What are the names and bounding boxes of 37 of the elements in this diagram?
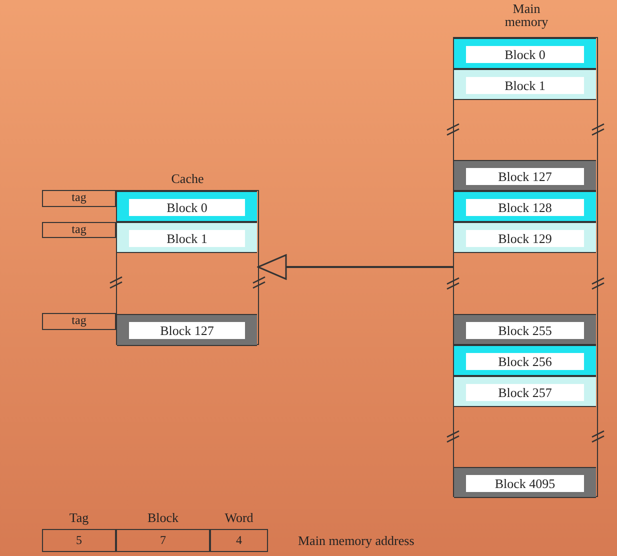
memory-block: [454, 345, 596, 376]
column-heading: Main memory: [504, 2, 550, 28]
memory-block: [454, 38, 596, 69]
block-label: Block 0: [466, 46, 584, 63]
hollow-arrow: [257, 254, 454, 280]
column-heading: Cache: [170, 172, 205, 185]
field-heading: Block: [146, 511, 180, 524]
block-label: Block 129: [466, 230, 584, 247]
field-value: 7: [160, 533, 166, 547]
memory-block: [454, 69, 596, 100]
block-label: Block 1: [466, 77, 584, 94]
field-value: 4: [236, 533, 242, 547]
memory-block: [454, 314, 596, 345]
block-label: Block 0: [129, 199, 245, 216]
memory-block: [454, 376, 596, 407]
block-label: Block 127: [466, 168, 584, 185]
field-heading: Word: [224, 511, 254, 524]
block-label: Block 4095: [466, 475, 584, 492]
field-heading: Tag: [68, 511, 90, 524]
memory-block: [454, 222, 596, 253]
tag-field: tag: [42, 190, 116, 207]
block-label: Block 255: [466, 322, 584, 339]
memory-block: [117, 314, 257, 346]
block-label: Block 1: [129, 230, 245, 247]
memory-block: [454, 191, 596, 222]
tag-field: tag: [42, 222, 116, 238]
memory-block: [454, 160, 596, 191]
block-label: Block 257: [466, 384, 584, 401]
caption-text: Main memory address: [298, 533, 414, 549]
memory-block: [117, 222, 257, 253]
memory-block: [117, 191, 257, 222]
block-label: Block 128: [466, 199, 584, 216]
tag-field: tag: [42, 313, 116, 330]
block-label: Block 256: [466, 353, 584, 370]
field-value: 5: [76, 533, 82, 547]
memory-block: [454, 467, 596, 498]
block-label: Block 127: [129, 322, 245, 339]
